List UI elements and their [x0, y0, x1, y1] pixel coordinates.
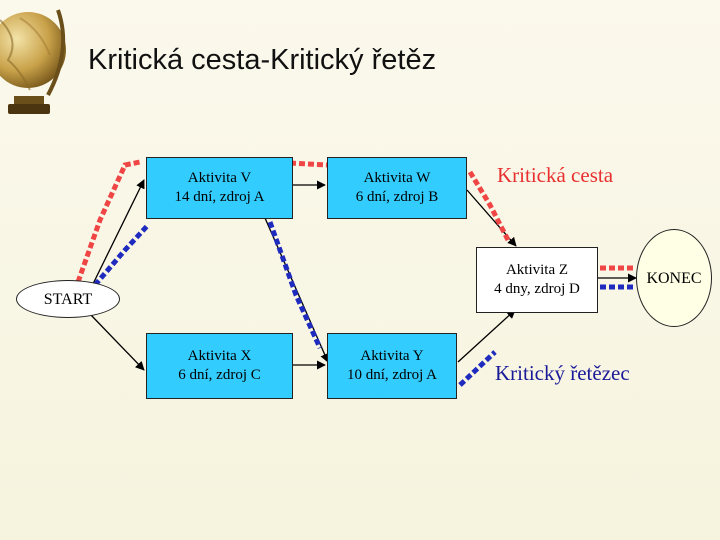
slide-title: Kritická cesta-Kritický řetěz: [88, 44, 437, 76]
activity-v-name: Aktivita V: [187, 170, 252, 186]
activity-v-detail: 14 dní, zdroj A: [174, 189, 265, 205]
activity-x-name: Aktivita X: [187, 348, 252, 364]
activity-y-detail: 10 dní, zdroj A: [347, 367, 437, 383]
activity-w-name: Aktivita W: [363, 170, 431, 186]
start-label: START: [43, 290, 93, 308]
activity-x-detail: 6 dní, zdroj C: [178, 367, 261, 383]
activity-z-detail: 4 dny, zdroj D: [494, 281, 580, 297]
activity-z-name: Aktivita Z: [505, 262, 569, 278]
critical-chain-line: [93, 221, 633, 387]
critical-path-line: [75, 159, 633, 283]
start-node: START: [16, 280, 120, 318]
globe-icon: [0, 9, 66, 114]
activity-w-detail: 6 dní, zdroj B: [355, 189, 439, 205]
critical-path-label: Kritická cesta: [497, 163, 614, 187]
activity-y-node: Aktivita Y 10 dní, zdroj A: [327, 333, 457, 399]
activity-x-node: Aktivita X 6 dní, zdroj C: [146, 333, 293, 399]
end-label: KONEC: [646, 269, 702, 287]
activity-w-node: Aktivita W 6 dní, zdroj B: [327, 157, 467, 219]
activity-v-node: Aktivita V 14 dní, zdroj A: [146, 157, 293, 219]
activity-z-node: Aktivita Z 4 dny, zdroj D: [476, 247, 598, 313]
activity-y-name: Aktivita Y: [360, 348, 424, 364]
end-node: KONEC: [636, 229, 712, 327]
critical-chain-label: Kritický řetězec: [495, 361, 630, 385]
